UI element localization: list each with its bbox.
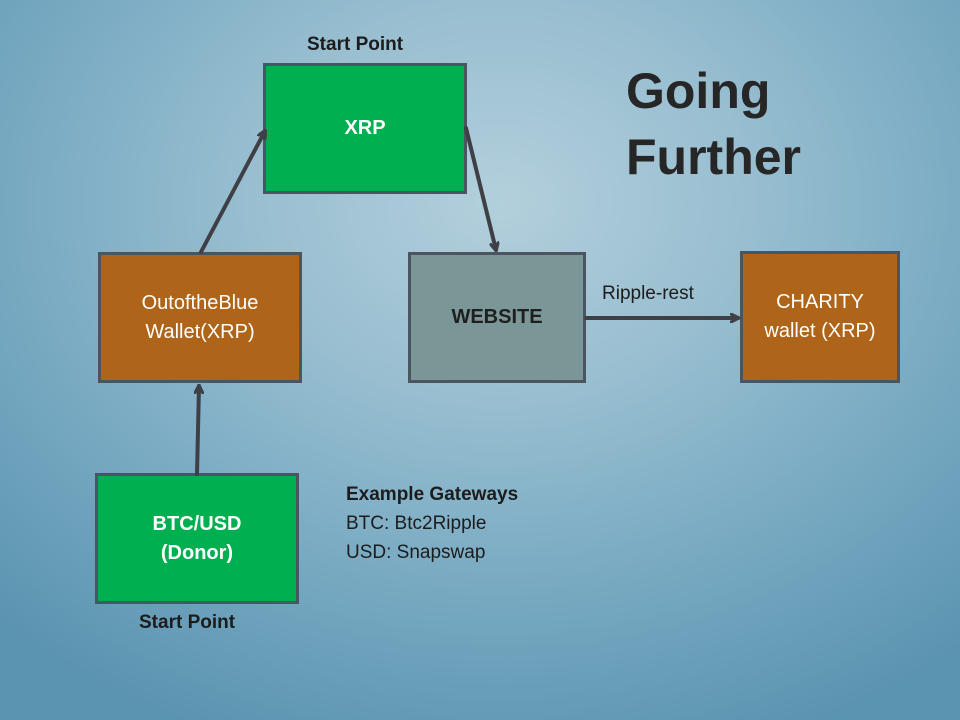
gateway-item-btc: BTC: Btc2Ripple bbox=[346, 513, 487, 534]
arrow-outoftheblue-to-xrp bbox=[199, 131, 267, 254]
outoftheblue-line-2: Wallet(XRP) bbox=[145, 320, 255, 343]
title-line-2: Further bbox=[626, 129, 801, 185]
gateways-heading: Example Gateways bbox=[346, 484, 519, 505]
donor-line-1: BTC/USD bbox=[152, 512, 242, 535]
website-node-label: WEBSITE bbox=[451, 306, 543, 328]
outoftheblue-line-1: OutoftheBlue bbox=[141, 291, 259, 314]
donor-node: BTC/USD (Donor) bbox=[95, 473, 299, 604]
slide-title: Going Further bbox=[626, 58, 801, 190]
website-node: WEBSITE bbox=[408, 252, 586, 383]
example-gateways: Example Gateways BTC: Btc2Ripple USD: Sn… bbox=[346, 480, 518, 567]
xrp-node-label: XRP bbox=[344, 117, 386, 139]
arrow-xrp-to-website bbox=[464, 126, 496, 250]
ripple-rest-edge-label: Ripple-rest bbox=[602, 283, 694, 304]
outoftheblue-wallet-node: OutoftheBlue Wallet(XRP) bbox=[98, 252, 302, 383]
charity-wallet-node: CHARITY wallet (XRP) bbox=[740, 251, 900, 383]
charity-line-1: CHARITY bbox=[776, 291, 864, 313]
title-line-1: Going bbox=[626, 63, 771, 119]
gateway-item-usd: USD: Snapswap bbox=[346, 542, 486, 563]
charity-line-2: wallet (XRP) bbox=[764, 320, 876, 342]
donor-start-point-caption: Start Point bbox=[139, 612, 236, 633]
donor-line-2: (Donor) bbox=[160, 541, 234, 564]
arrow-donor-to-outoftheblue bbox=[197, 386, 199, 476]
xrp-start-point-caption: Start Point bbox=[307, 34, 404, 55]
